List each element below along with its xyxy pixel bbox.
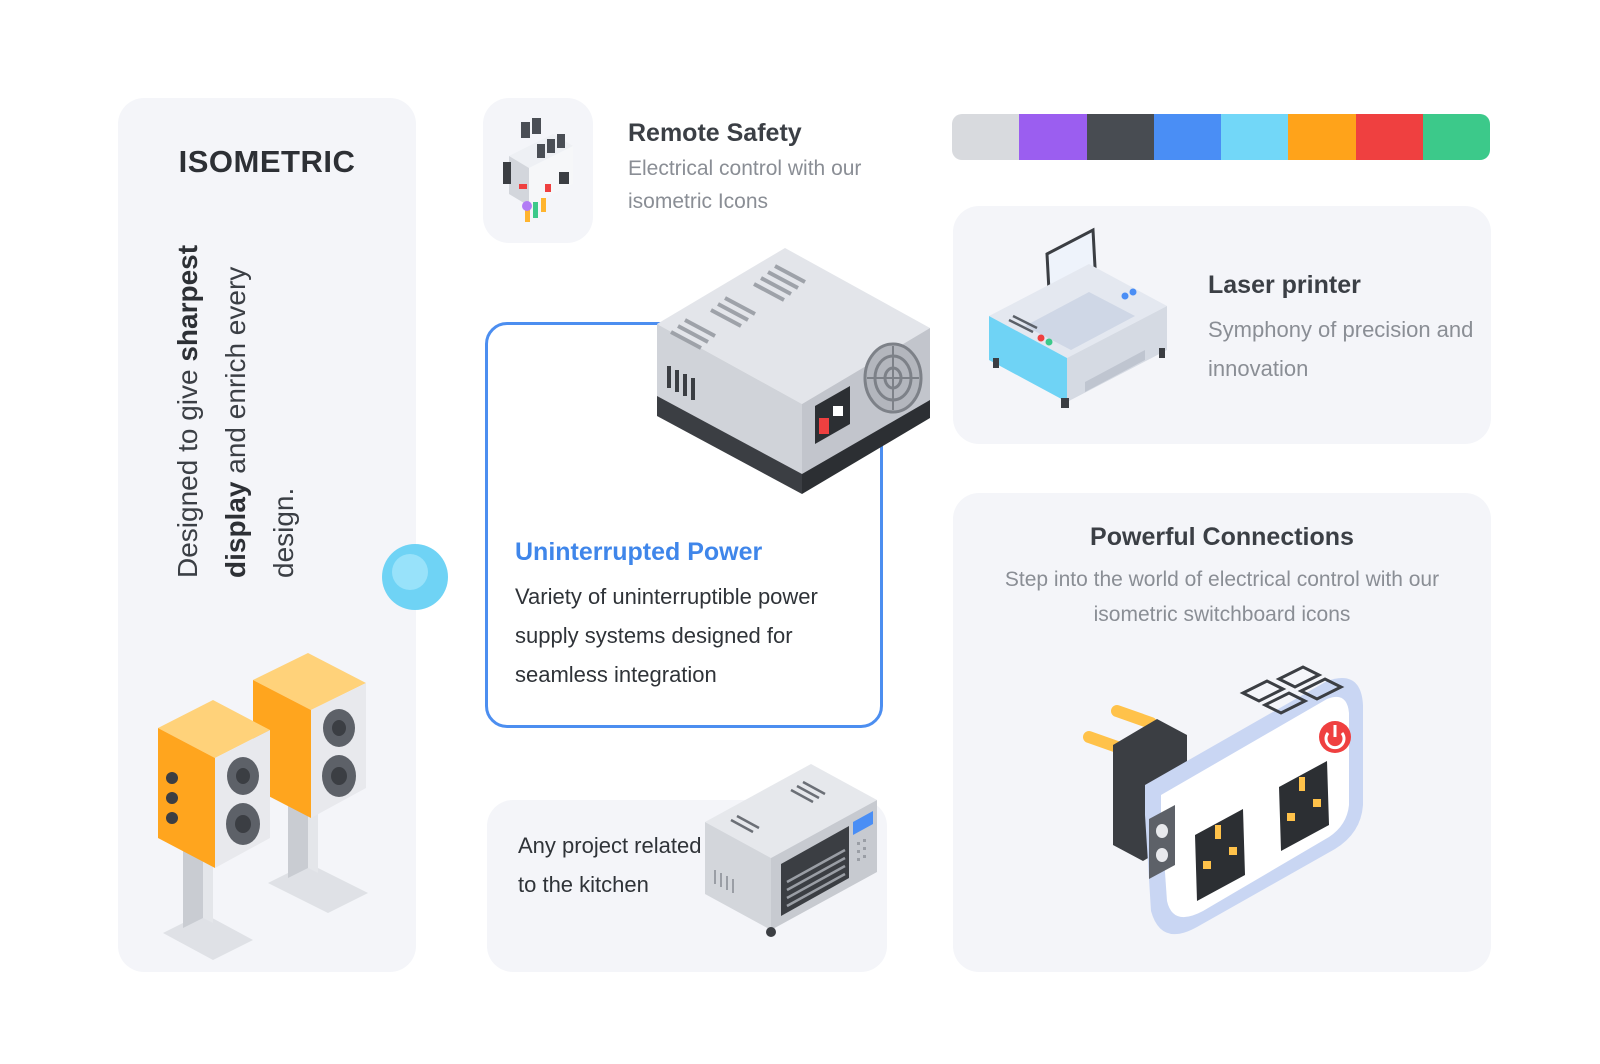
- uninterrupted-power-title: Uninterrupted Power: [515, 538, 763, 566]
- powerful-connections-title: Powerful Connections: [1090, 523, 1354, 551]
- remote-safety-icon-box: [483, 98, 593, 243]
- laser-printer-title: Laser printer: [1208, 271, 1361, 299]
- power-strip-plug-icon: [1083, 665, 1363, 935]
- swatch-purple: [1019, 114, 1087, 160]
- accent-dot: [382, 544, 448, 610]
- laser-printer-card: [953, 206, 1491, 444]
- isometric-title: ISOMETRIC: [178, 144, 356, 179]
- swatch-dark-gray: [1086, 114, 1154, 160]
- swatch-blue: [1153, 114, 1221, 160]
- swatch-green: [1422, 114, 1490, 160]
- swatch-red: [1355, 114, 1423, 160]
- intro-line-2: display and enrich every: [220, 266, 251, 578]
- intro-vertical-text: Designed to give sharpest display and en…: [164, 218, 308, 578]
- laser-printer-description: Symphony of precision and innovation: [1208, 317, 1474, 381]
- intro-line-1: Designed to give sharpest: [172, 244, 203, 578]
- kitchen-description: Any project related to the kitchen: [518, 833, 702, 897]
- powerful-connections-card: [953, 493, 1491, 972]
- microwave-oven-icon: [705, 764, 877, 937]
- swatch-light-gray: [952, 114, 1020, 160]
- speakers-icon: [158, 653, 368, 960]
- intro-line-3: design.: [268, 487, 299, 578]
- uninterrupted-power-description: Variety of uninterruptible power supply …: [515, 584, 818, 687]
- color-palette: [952, 114, 1490, 160]
- powerful-connections-description: Step into the world of electrical contro…: [1004, 568, 1440, 626]
- remote-safety-description: Electrical control with our isometric Ic…: [628, 157, 862, 213]
- swatch-orange: [1288, 114, 1356, 160]
- intro-bold-sharpest: sharpest: [172, 244, 203, 362]
- remote-safety-title: Remote Safety: [628, 119, 802, 147]
- swatch-light-blue: [1221, 114, 1289, 160]
- kitchen-card: [487, 764, 887, 972]
- power-supply-unit-icon: [657, 248, 930, 494]
- intro-bold-display: display: [220, 481, 251, 578]
- switchboard-breaker-icon: [503, 118, 573, 222]
- isometric-intro-card: ISOMETRIC Designed to give sharpest disp…: [118, 98, 416, 972]
- printer-icon: [989, 227, 1167, 408]
